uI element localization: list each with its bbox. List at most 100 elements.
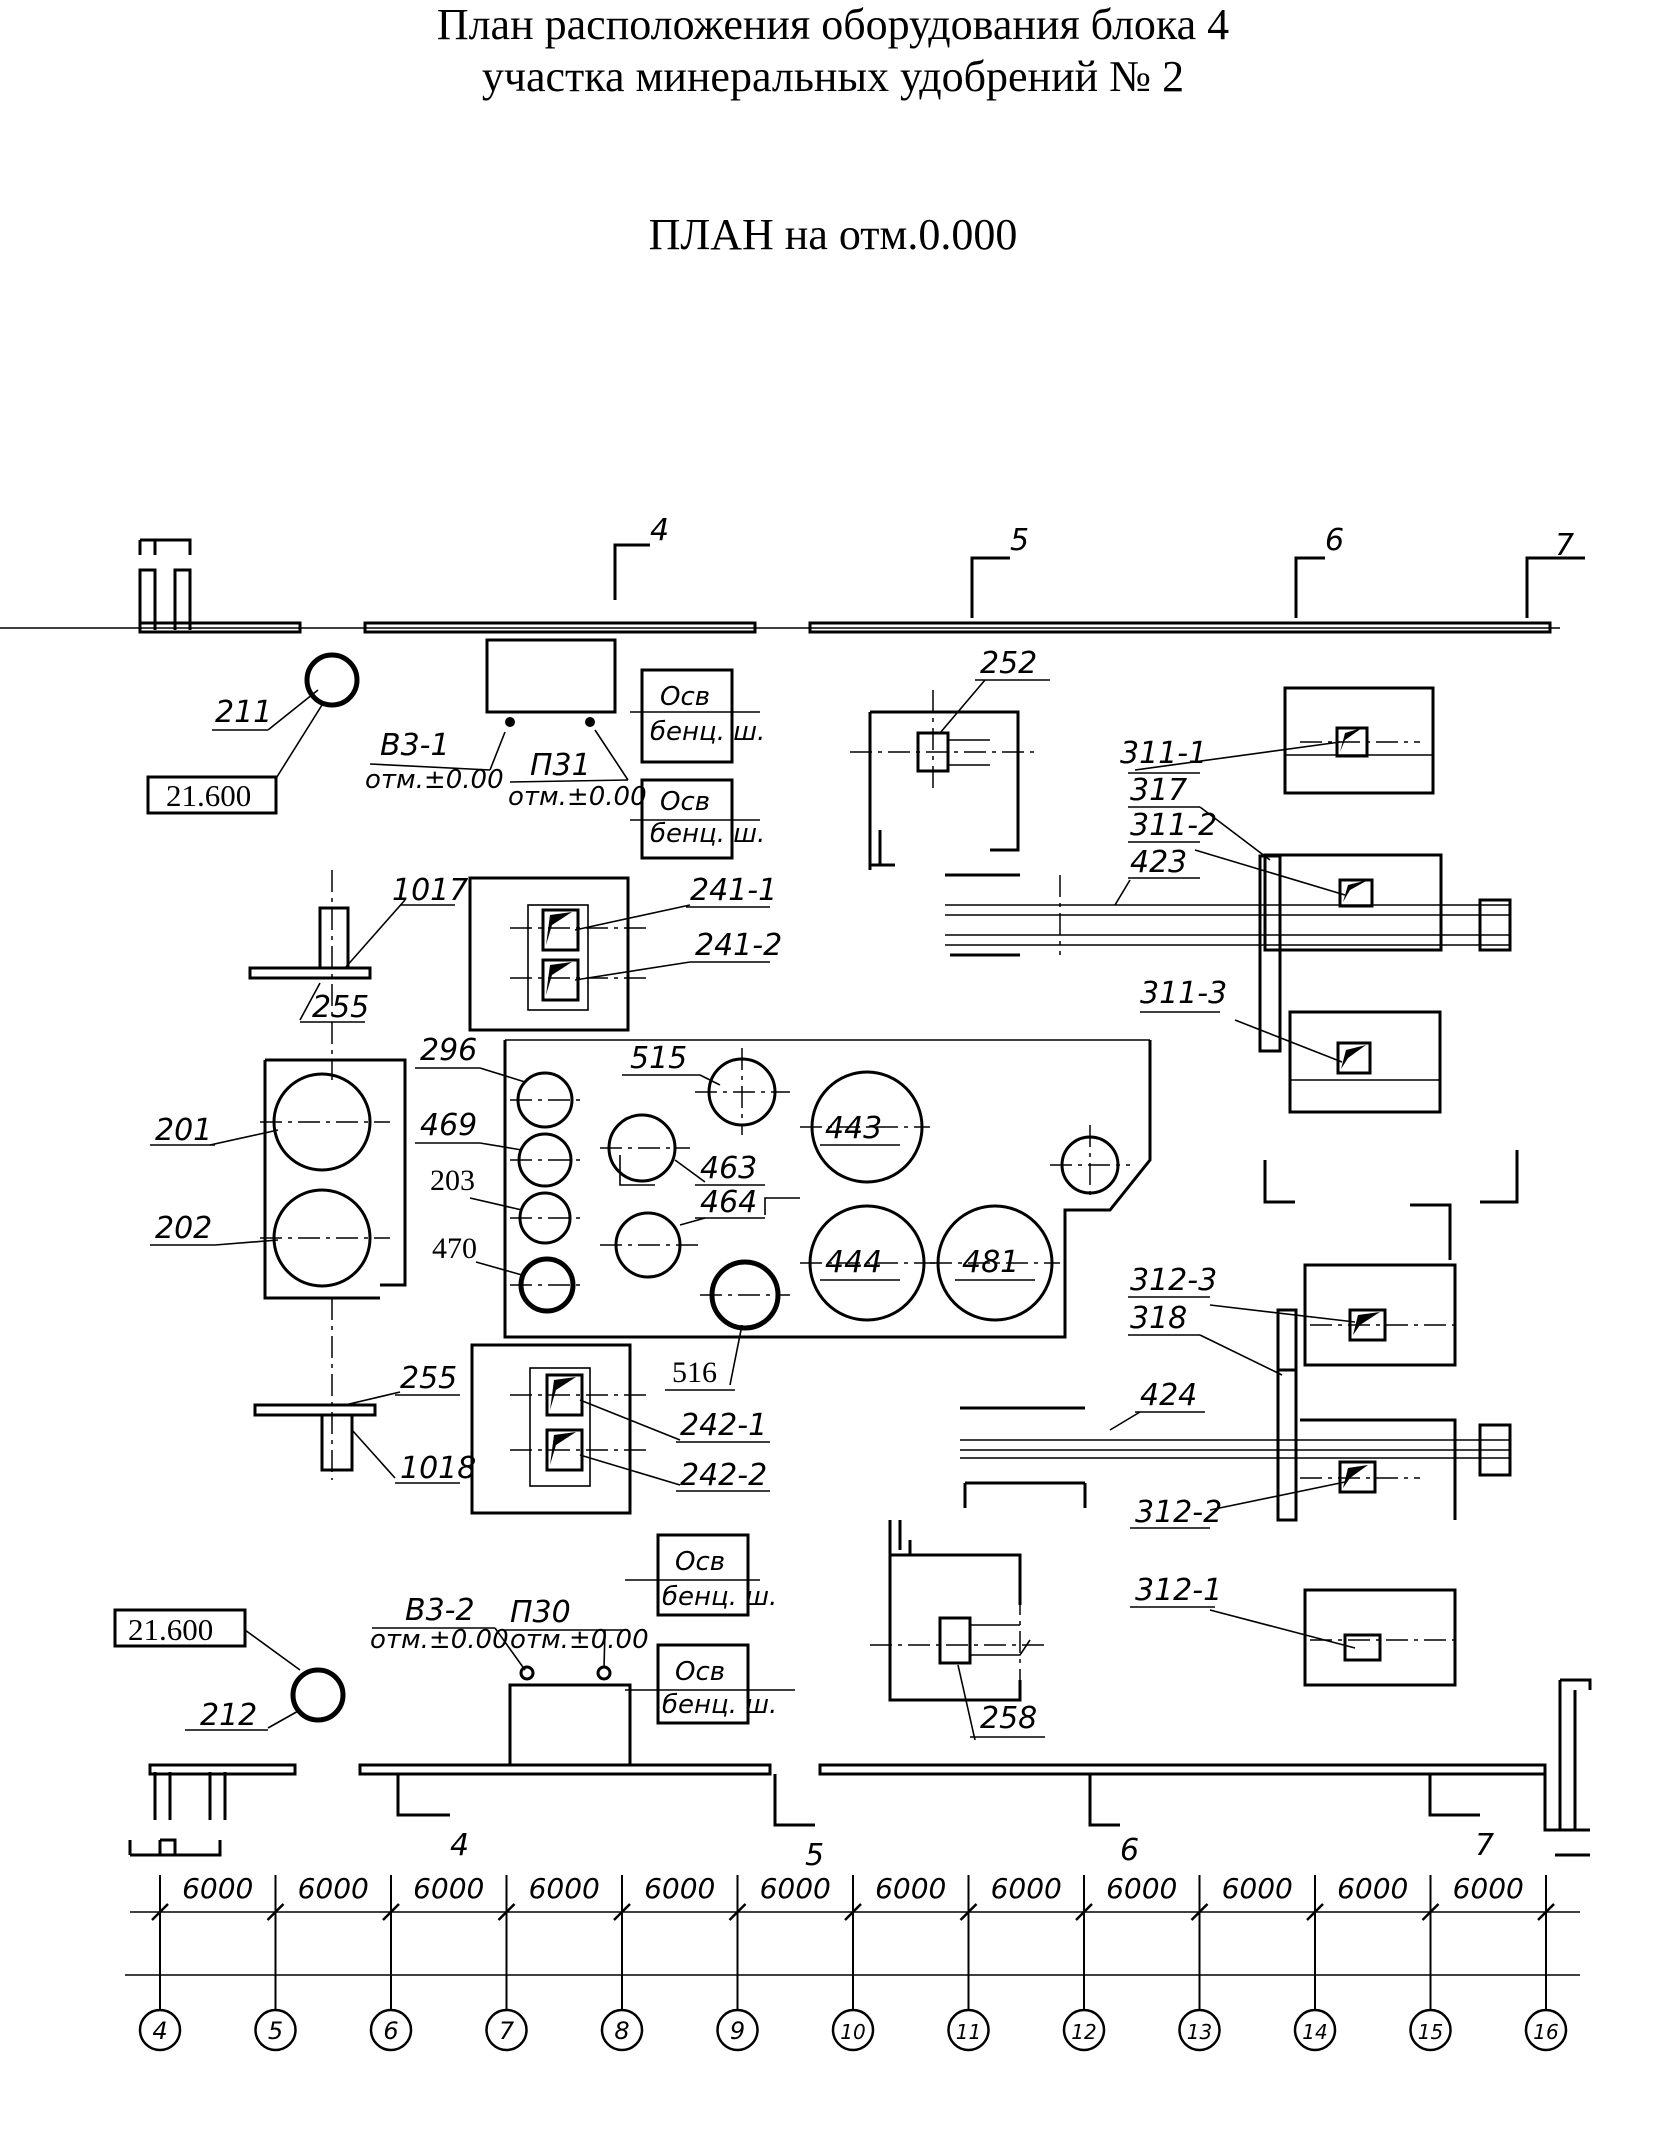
dimension-label: 6000	[1337, 1872, 1408, 1905]
point-v3-1: В3-1 отм.±0.00	[365, 717, 515, 795]
axis-bubble-9	[716, 2008, 759, 2052]
section-marker-top-4: 4	[613, 513, 669, 600]
svg-text:отм.±0.00: отм.±0.00	[508, 782, 647, 812]
section-marker-bottom-6: 6	[1088, 1774, 1139, 1868]
unit-312-2: 312-2	[1130, 1460, 1420, 1530]
axis-bubble-11	[947, 2008, 990, 2052]
unit-242: 242-1 242-2	[470, 1343, 770, 1515]
unit-311-3: 311-3	[1140, 976, 1442, 1114]
axis-label-15: 15	[1418, 2020, 1443, 2044]
svg-text:7: 7	[1555, 528, 1574, 563]
dimension-label: 6000	[182, 1872, 253, 1905]
svg-text:5: 5	[1010, 523, 1029, 558]
label-318: 318	[1128, 1301, 1283, 1376]
note-box-3: Осв бенц. ш.	[625, 1533, 777, 1617]
svg-text:255: 255	[312, 990, 369, 1025]
axis-label-6: 6	[383, 2017, 398, 2045]
svg-text:4: 4	[450, 1828, 469, 1863]
svg-text:258: 258	[980, 1701, 1037, 1736]
section-marker-bottom-4: 4	[396, 1774, 469, 1863]
svg-text:6: 6	[1120, 1833, 1139, 1868]
svg-text:312-2: 312-2	[1135, 1495, 1222, 1530]
wall-corners-right	[1263, 1150, 1519, 1260]
section-marker-top-7: 7	[1525, 528, 1585, 618]
svg-text:464: 464	[700, 1185, 757, 1220]
svg-text:П30: П30	[510, 1595, 571, 1630]
svg-text:Осв: Осв	[660, 682, 710, 712]
plan-level-title: ПЛАН на отм.0.000	[648, 210, 1018, 259]
svg-text:312-3: 312-3	[1130, 1263, 1217, 1298]
axis-label-10: 10	[840, 2020, 865, 2044]
svg-text:бенц. ш.: бенц. ш.	[662, 1582, 777, 1612]
svg-text:317: 317	[1130, 773, 1187, 808]
dimension-label: 6000	[1106, 1872, 1177, 1905]
svg-text:312-1: 312-1	[1135, 1573, 1222, 1608]
unit-311-2: 311-2 423	[1114, 808, 1443, 952]
axis-label-16: 16	[1533, 2020, 1558, 2044]
axis-label-11: 11	[956, 2020, 981, 2044]
tanks-201-202: 201 202	[150, 1058, 407, 1300]
note-box-4: Осв бенц. ш.	[625, 1643, 795, 1725]
dimension-label: 6000	[875, 1872, 946, 1905]
tank-212: 212	[185, 1667, 346, 1733]
svg-text:П31: П31	[530, 748, 591, 783]
axis-bubble-8	[600, 2008, 644, 2052]
unit-1017-stand: 1017 255	[248, 870, 468, 1080]
svg-text:отм.±0.00: отм.±0.00	[365, 765, 504, 795]
note-box-1: Осв бенц. ш.	[630, 668, 765, 764]
axis-bubble-7	[485, 2008, 528, 2052]
conveyor-423	[945, 854, 1512, 1053]
note-box-2: Осв бенц. ш.	[630, 778, 765, 860]
conveyor-424: 424	[960, 1368, 1512, 1522]
axis-label-9: 9	[730, 2017, 745, 2045]
svg-text:21.600: 21.600	[128, 1612, 213, 1647]
axis-label-12: 12	[1071, 2020, 1096, 2044]
svg-text:242-1: 242-1	[680, 1408, 767, 1443]
unit-312-3: 312-3	[1128, 1263, 1460, 1372]
svg-text:212: 212	[200, 1698, 257, 1733]
svg-text:241-2: 241-2	[695, 928, 782, 963]
unit-1018-stand: 255 1018	[253, 1298, 476, 1486]
axis-bubble-6	[369, 2008, 413, 2052]
dimension-label: 6000	[1222, 1872, 1293, 1905]
svg-text:515: 515	[630, 1041, 687, 1076]
axis-label-13: 13	[1187, 2020, 1212, 2044]
unit-258: 258	[870, 1520, 1045, 1741]
svg-text:4: 4	[650, 513, 669, 548]
svg-text:252: 252	[980, 646, 1037, 681]
dimension-label: 6000	[760, 1872, 831, 1905]
dimension-label: 6000	[529, 1872, 600, 1905]
label-317: 317	[1128, 773, 1271, 861]
axis-bubble-4	[138, 2008, 182, 2052]
svg-text:бенц. ш.: бенц. ш.	[662, 1690, 777, 1720]
dimension-label: 6000	[298, 1872, 369, 1905]
unit-241: 241-1 241-2	[468, 873, 782, 1032]
tank-farm: 296 469 203 470 463 464 515	[415, 1033, 1152, 1391]
svg-text:241-1: 241-1	[690, 873, 777, 908]
svg-text:Осв: Осв	[660, 787, 710, 817]
unit-311-1: 311-1	[1120, 686, 1435, 795]
svg-text:516: 516	[672, 1356, 717, 1389]
svg-text:21.600: 21.600	[166, 778, 251, 813]
svg-text:203: 203	[430, 1164, 475, 1197]
svg-text:423: 423	[1130, 845, 1187, 880]
svg-text:255: 255	[400, 1361, 457, 1396]
hood-top	[485, 638, 617, 714]
svg-text:444: 444	[825, 1245, 882, 1280]
dimension-label: 6000	[413, 1872, 484, 1905]
axis-bubble-12	[1062, 2008, 1106, 2052]
top-wall	[0, 538, 1560, 634]
tank-211: 211	[212, 652, 360, 781]
point-p31: П31 отм.±0.00	[508, 717, 647, 812]
axis-label-4: 4	[152, 2017, 167, 2045]
svg-text:481: 481	[962, 1245, 1019, 1280]
dimension-label: 6000	[1453, 1872, 1524, 1905]
drawing-title-line2: участка минеральных удобрений № 2	[481, 52, 1185, 101]
svg-text:201: 201	[155, 1113, 212, 1148]
bottom-wall	[128, 1678, 1592, 1857]
svg-text:7: 7	[1475, 1828, 1494, 1863]
elevation-box-bottom: 21.600	[113, 1608, 301, 1671]
axis-label-5: 5	[268, 2017, 283, 2045]
drawing-title-line1: План расположения оборудования блока 4	[436, 0, 1230, 49]
section-marker-top-6: 6	[1294, 523, 1344, 618]
